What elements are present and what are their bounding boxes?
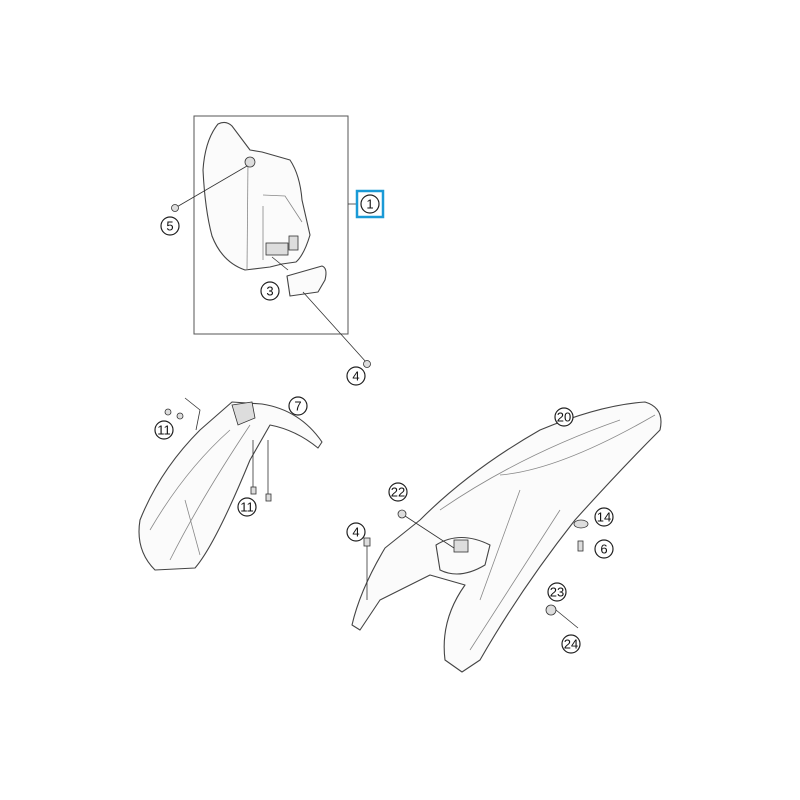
screw-part[interactable] — [363, 537, 371, 547]
callout-14[interactable]: 14 — [594, 507, 614, 527]
screw-part[interactable] — [363, 360, 371, 368]
svg-text:6: 6 — [600, 542, 607, 557]
callout-23[interactable]: 23 — [547, 582, 567, 602]
svg-text:14: 14 — [597, 510, 611, 525]
svg-text:23: 23 — [550, 585, 564, 600]
svg-text:24: 24 — [564, 637, 578, 652]
svg-text:4: 4 — [352, 525, 359, 540]
screw-part[interactable] — [265, 493, 272, 502]
svg-text:11: 11 — [240, 500, 254, 515]
clip-part[interactable] — [286, 265, 327, 297]
bush-part[interactable] — [545, 604, 557, 616]
leader-line — [184, 397, 201, 431]
callout-5[interactable]: 5 — [160, 216, 180, 236]
callout-11[interactable]: 11 — [237, 497, 257, 517]
svg-text:22: 22 — [391, 485, 405, 500]
callout-24[interactable]: 24 — [561, 634, 581, 654]
svg-text:3: 3 — [266, 284, 273, 299]
front-fender-part[interactable] — [138, 401, 323, 571]
screw-part[interactable] — [250, 486, 257, 495]
nut-part[interactable] — [164, 408, 172, 416]
svg-text:4: 4 — [352, 369, 359, 384]
callout-4[interactable]: 4 — [346, 522, 366, 542]
callout-6[interactable]: 6 — [594, 539, 614, 559]
callout-11[interactable]: 11 — [154, 420, 174, 440]
svg-text:1: 1 — [366, 197, 373, 212]
leader-line — [271, 256, 289, 271]
highlight-frame — [355, 189, 385, 219]
grommet-part[interactable] — [397, 509, 407, 519]
callout-1[interactable]: 1 — [355, 189, 385, 219]
callout-3[interactable]: 3 — [260, 281, 280, 301]
screw-part[interactable] — [577, 540, 584, 552]
leader-line — [174, 165, 248, 209]
callout-22[interactable]: 22 — [388, 482, 408, 502]
leader-line — [401, 513, 455, 549]
callout-20[interactable]: 20 — [554, 407, 574, 427]
leader-line — [302, 291, 367, 363]
nut-part[interactable] — [176, 412, 184, 420]
headlight-mask-part[interactable] — [202, 121, 311, 271]
screw-part[interactable] — [171, 204, 179, 212]
callout-7[interactable]: 7 — [288, 396, 308, 416]
assembly-box — [193, 115, 349, 335]
svg-text:5: 5 — [166, 219, 173, 234]
svg-text:7: 7 — [294, 399, 301, 414]
svg-text:11: 11 — [157, 423, 171, 438]
rubber-part[interactable] — [573, 519, 589, 529]
callout-4[interactable]: 4 — [346, 366, 366, 386]
leader-line — [555, 609, 579, 629]
svg-text:20: 20 — [557, 410, 571, 425]
rear-fender-part[interactable] — [351, 401, 662, 673]
